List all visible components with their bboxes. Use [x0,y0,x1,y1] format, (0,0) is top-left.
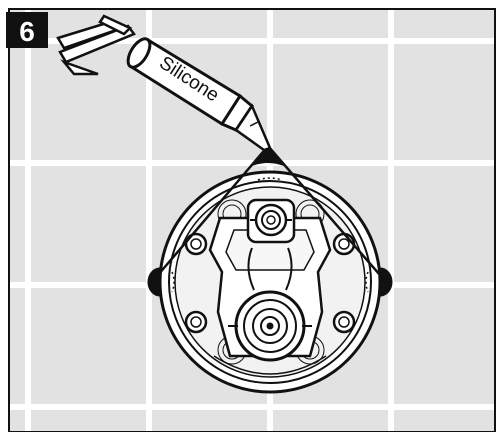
step-number: 6 [19,16,35,47]
shower-valve-icon [147,170,393,394]
sealant-guide-lines [151,145,387,283]
step-badge [6,12,48,48]
caulk-tube-icon [56,14,272,152]
sealant-bead [252,146,284,166]
